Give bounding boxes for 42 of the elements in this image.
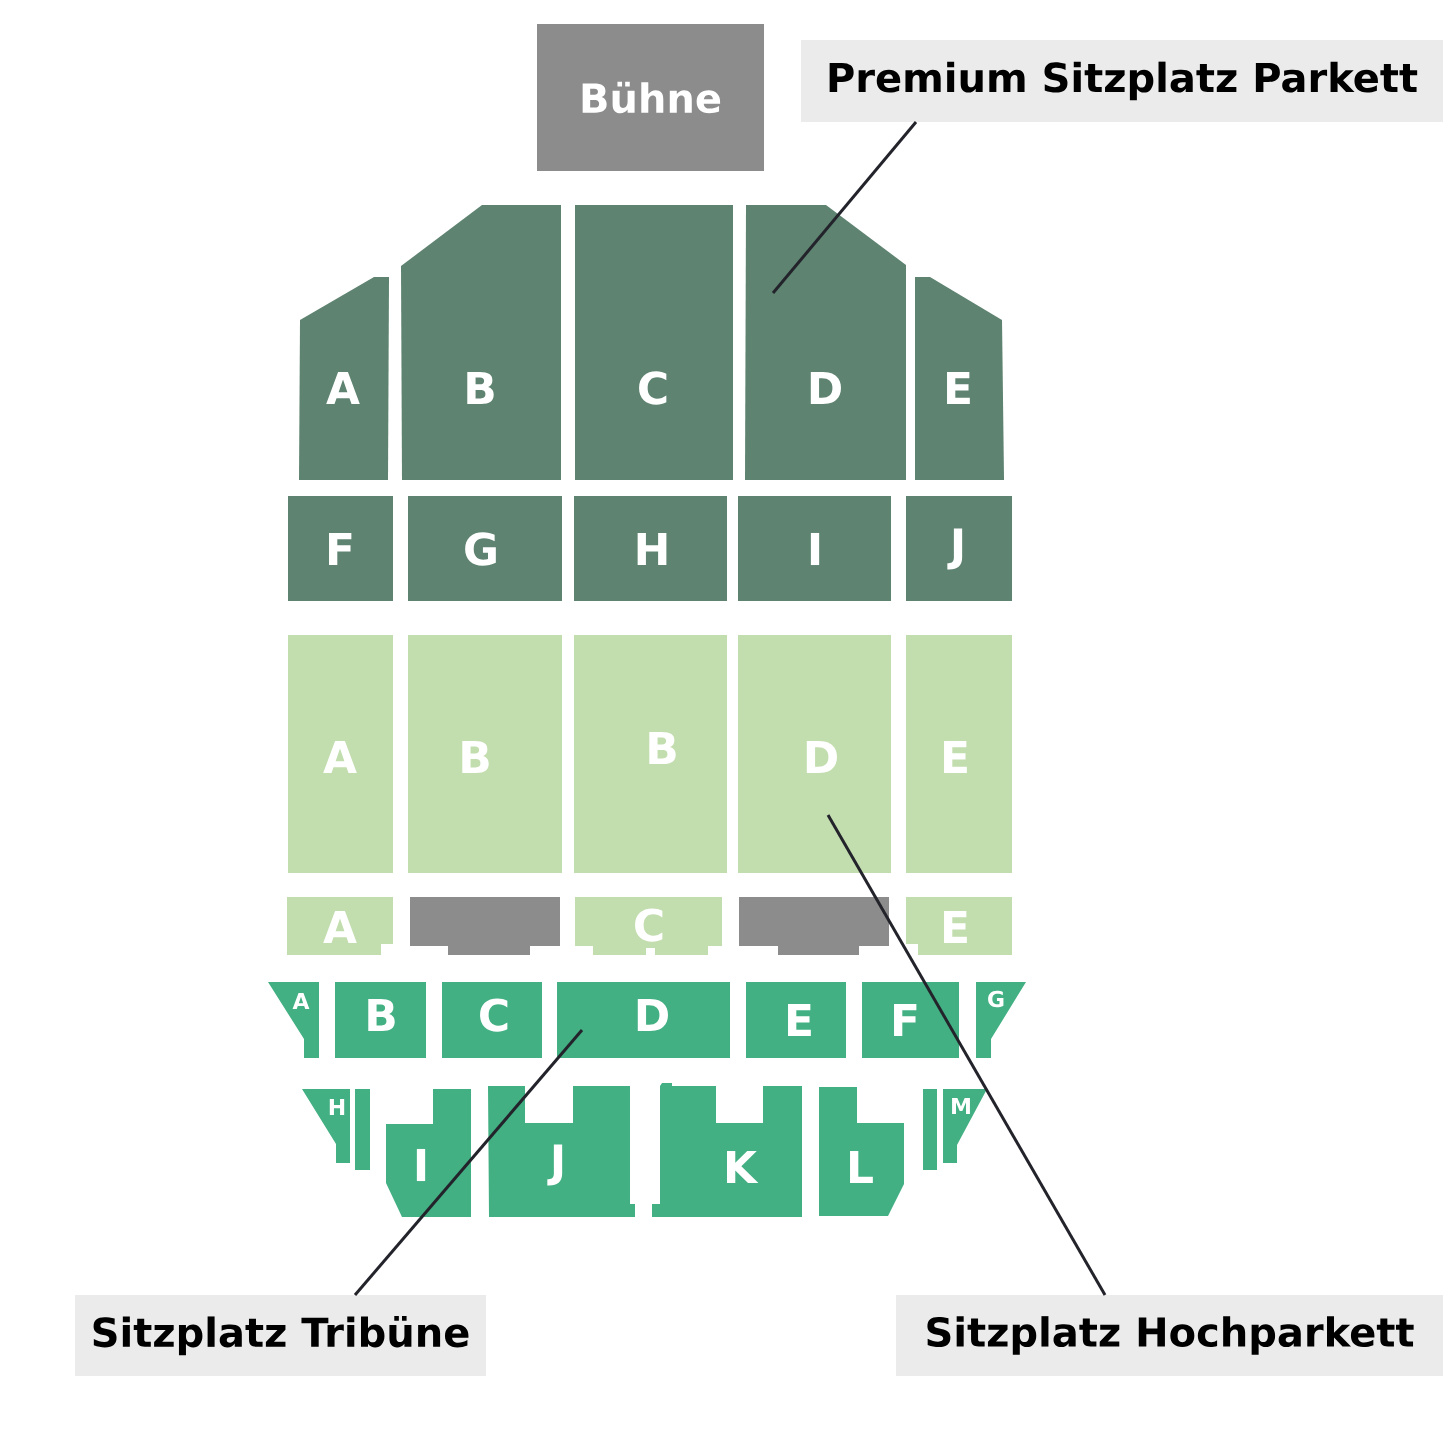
seat-block: H: [302, 1089, 350, 1163]
seat-block: I: [738, 496, 891, 601]
seat-block: A: [288, 635, 393, 873]
seat-block: D: [745, 205, 906, 480]
seat-block: E: [915, 277, 1004, 480]
seat-block: H: [574, 496, 727, 601]
seat-block: J: [906, 496, 1012, 601]
seat-block: G: [408, 496, 562, 601]
callout-box: Premium Sitzplatz Parkett: [801, 40, 1443, 122]
callout-box: Sitzplatz Tribüne: [75, 1295, 486, 1376]
seat-block: L: [819, 1087, 904, 1216]
stage-box: Bühne: [537, 24, 764, 171]
seat-block: C: [575, 205, 733, 480]
seat-block: E: [906, 897, 1012, 955]
seat-block: J: [488, 1086, 635, 1217]
leader-line: [826, 814, 1107, 1296]
seat-block: C: [575, 897, 722, 955]
seat-block: A: [287, 897, 393, 955]
seat-block: B: [335, 982, 426, 1058]
seat-block: C: [442, 982, 542, 1058]
seat-block: E: [746, 982, 846, 1058]
leader-line: [353, 1029, 584, 1296]
seat-block: E: [906, 635, 1012, 873]
seat-block: B: [408, 635, 562, 873]
leader-line: [771, 121, 918, 294]
seat-block: B: [401, 205, 561, 480]
seat-block: F: [862, 982, 959, 1058]
seat-block: [923, 1089, 937, 1170]
callout-box: Sitzplatz Hochparkett: [896, 1295, 1443, 1376]
seat-block: [355, 1089, 370, 1170]
seat-block: I: [386, 1089, 471, 1217]
seat-block: K: [652, 1083, 802, 1217]
seat-block: A: [299, 277, 389, 480]
seat-block: A: [268, 982, 319, 1058]
seat-block: D: [738, 635, 891, 873]
seat-block: B: [574, 635, 727, 873]
seat-block: M: [943, 1089, 987, 1163]
seat-block: [410, 897, 560, 955]
seat-block: D: [557, 982, 730, 1058]
seat-block: G: [976, 982, 1026, 1058]
seat-block: [739, 897, 889, 955]
seat-block: F: [288, 496, 393, 601]
